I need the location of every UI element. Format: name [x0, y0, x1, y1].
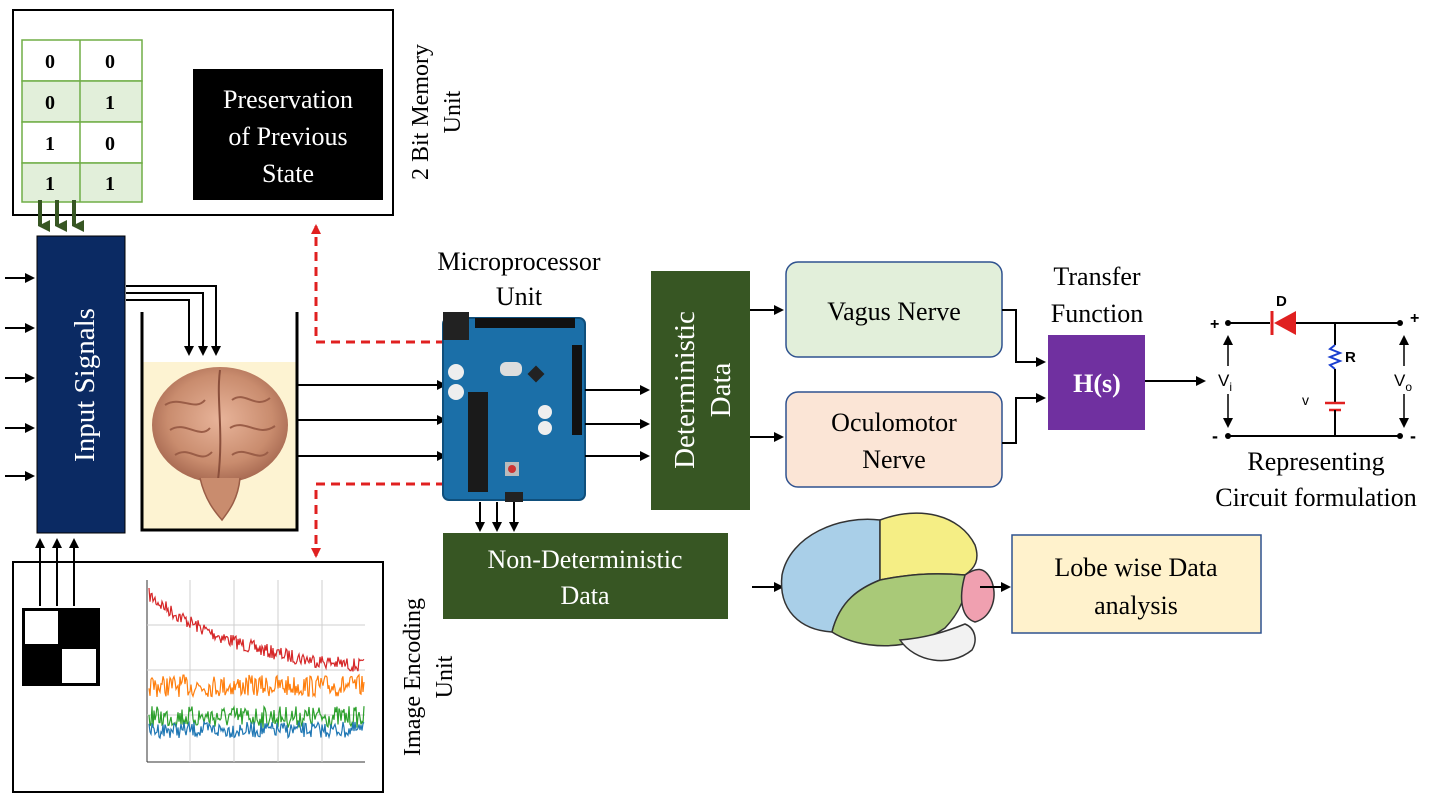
circuit-plus-right: +: [1410, 310, 1419, 327]
oculomotor-label-line2: Nerve: [862, 445, 926, 474]
microprocessor-unit: Microprocessor Unit: [437, 247, 601, 532]
microprocessor-title-line1: Microprocessor: [437, 247, 601, 276]
signal-plot: [146, 580, 365, 763]
signal-series-green: [148, 704, 365, 729]
oculomotor-nerve-box: [785, 391, 1003, 488]
microprocessor-title-line2: Unit: [496, 282, 543, 311]
vi-label: Vi: [1218, 371, 1232, 394]
non-deterministic-box: [443, 533, 728, 619]
transfer-function: Transfer Function H(s): [1048, 262, 1145, 430]
non-deterministic-data: Non-Deterministic Data: [443, 533, 728, 619]
transfer-function-box: [1048, 335, 1145, 430]
circuit-minus-left: -: [1212, 426, 1218, 446]
circuit-caption-line1: Representing: [1247, 447, 1384, 476]
resistor-symbol: [1327, 344, 1343, 370]
oculomotor-nerve: Oculomotor Nerve: [785, 391, 1003, 488]
brain-tank: [140, 312, 299, 532]
memory-cell-3-0: 1: [45, 173, 55, 195]
signal-series-blue: [148, 719, 365, 740]
memory-table: 0 0 0 1 1 0 1 1: [21, 39, 143, 203]
lobe-analysis-box: [1011, 534, 1262, 634]
memory-cell-0-1: 0: [105, 51, 115, 73]
signal-series-orange: [148, 673, 365, 699]
deterministic-data-box: [651, 271, 750, 510]
input-signals: Input Signals: [5, 235, 126, 534]
non-deterministic-label-line2: Data: [560, 581, 610, 610]
lobe-analysis-label-line1: Lobe wise Data: [1054, 553, 1218, 582]
diode-symbol: [1274, 311, 1296, 335]
feedback-dashed-lines: [311, 224, 445, 558]
image-encoding-side-label-line1: Image Encoding: [400, 598, 426, 756]
diode-label: D: [1276, 293, 1287, 310]
mcu-to-nondeterministic-arrows: [475, 502, 519, 532]
occipital-lobe: [960, 568, 995, 623]
preservation-label-line3: State: [262, 159, 314, 188]
parietal-lobe: [879, 512, 978, 581]
input-signal-arrows: [5, 273, 35, 481]
preservation-box: [193, 69, 383, 200]
checker-pattern: [22, 608, 100, 686]
encoding-to-input-arrows: [35, 538, 79, 606]
memory-unit-side-label-line1: 2 Bit Memory: [408, 44, 434, 180]
brain-to-mcu-arrows: [297, 380, 447, 461]
vagus-nerve: Vagus Nerve: [785, 261, 1003, 358]
memory-to-input-arrows: [38, 200, 84, 232]
nerves-to-transfer-arrows: [1002, 309, 1046, 444]
transfer-title-line1: Transfer: [1053, 262, 1140, 291]
brain-image: [152, 367, 288, 522]
memory-cell-2-1: 0: [105, 133, 115, 155]
memory-cell-1-1: 1: [105, 92, 115, 114]
circuit-caption-line2: Circuit formulation: [1215, 483, 1416, 512]
oculomotor-label-line1: Oculomotor: [831, 408, 957, 437]
preservation-label-line1: Preservation: [223, 85, 353, 114]
image-encoding-unit: Image Encoding Unit: [12, 561, 458, 793]
deterministic-to-nerves-arrows: [750, 305, 784, 442]
source-label: v: [1302, 392, 1309, 408]
input-signals-label: Input Signals: [69, 308, 101, 462]
circuit-minus-right: -: [1410, 426, 1416, 446]
transfer-title-line2: Function: [1051, 299, 1143, 328]
transfer-function-label: H(s): [1073, 369, 1121, 398]
deterministic-label-line1: Deterministic: [669, 311, 701, 469]
circuit-plus-left: +: [1210, 316, 1219, 333]
memory-unit-side-label-line2: Unit: [440, 90, 466, 133]
vagus-nerve-label: Vagus Nerve: [827, 297, 961, 326]
signal-series-red: [148, 587, 365, 672]
preservation-label-line2: of Previous: [228, 122, 347, 151]
arduino-board-image: [442, 312, 586, 502]
deterministic-label-line2: Data: [705, 363, 737, 418]
cerebellum: [898, 623, 976, 662]
lobe-analysis: Lobe wise Data analysis: [1011, 534, 1262, 634]
vo-label: Vo: [1394, 371, 1412, 394]
resistor-label: R: [1345, 349, 1356, 366]
lobe-analysis-label-line2: analysis: [1094, 591, 1178, 620]
memory-unit: 0 0 0 1 1 0 1 1 Preservation of Previous…: [12, 9, 466, 216]
non-deterministic-label-line1: Non-Deterministic: [488, 545, 683, 574]
mcu-to-deterministic-arrows: [585, 385, 650, 461]
memory-cell-1-0: 0: [45, 92, 55, 114]
memory-cell-3-1: 1: [105, 173, 115, 195]
memory-cell-2-0: 1: [45, 133, 55, 155]
lobe-brain-image: [780, 512, 995, 662]
memory-cell-0-0: 0: [45, 51, 55, 73]
circuit-diagram: + - + - D R v Vi Vo Representing Circuit…: [1210, 293, 1419, 512]
input-to-brain-arrows: [126, 285, 221, 356]
deterministic-data: Deterministic Data: [651, 271, 750, 510]
image-encoding-side-label-line2: Unit: [432, 655, 458, 698]
input-signals-box: [36, 235, 126, 534]
